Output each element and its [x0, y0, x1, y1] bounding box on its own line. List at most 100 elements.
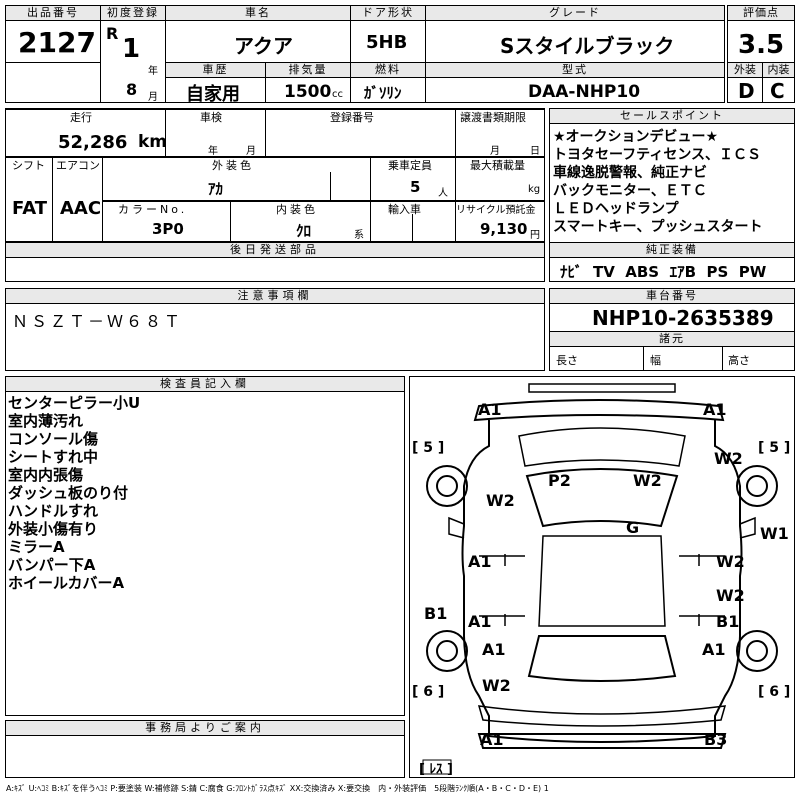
length-label: 長さ [556, 354, 578, 367]
model: DAA-NHP10 [528, 82, 641, 102]
damage-mark: W2 [486, 491, 515, 510]
legend-text: A:ｷｽﾞ U:ﾍｺﾐ B:ｷｽﾞを伴うﾍｺﾐ P:要塗装 W:補修跡 S:錆 … [6, 784, 549, 793]
lot-label: 出品番号 [6, 6, 100, 21]
notes-text: ＮＳＺＴ－Ｗ６８Ｔ [12, 312, 184, 331]
door-label: ドア形状 [351, 6, 425, 21]
damage-mark: A1 [468, 552, 492, 571]
inspector-line: 外装小傷有り [8, 520, 99, 538]
history: 自家用 [186, 84, 240, 105]
damage-mark: W2 [633, 471, 662, 490]
grade-label: グレード [426, 6, 724, 21]
chassis-number: NHP10-2635389 [592, 306, 774, 330]
wheel-rear-right-tread: [ 6 ] [758, 684, 791, 700]
history-label: 車歴 [166, 63, 265, 78]
inspector-line: コンソール傷 [8, 430, 99, 448]
damage-diagram-block [409, 376, 795, 778]
car-damage-diagram [422, 383, 778, 775]
height-label: 高さ [728, 354, 750, 367]
ac: AAC [60, 198, 102, 219]
damage-mark: B3 [704, 730, 728, 749]
equipment-item: TV [592, 263, 615, 281]
import-label: 輸入車 [388, 203, 421, 216]
sales-point: トヨタセーフティセンス、ＩＣＳ [553, 147, 762, 163]
notes-block [5, 288, 545, 371]
top-info-block [5, 5, 725, 103]
equipment-item: PW [738, 263, 767, 281]
fuel: ｶﾞｿﾘﾝ [364, 84, 402, 102]
damage-mark: A1 [703, 400, 727, 419]
equipment-list: ﾅﾋﾞ TV ABS ｴｱB PS PW [560, 261, 766, 282]
mileage: 52,286 [58, 132, 128, 153]
damage-mark: W2 [716, 552, 745, 571]
equipment-item: ABS [625, 263, 660, 281]
cc-unit: cc [332, 89, 343, 100]
wheel-front-right-tread: [ 5 ] [758, 440, 791, 456]
damage-mark: B1 [424, 604, 448, 623]
insp-month-unit: 月 [246, 146, 256, 157]
inspector-line: 室内薄汚れ [8, 412, 84, 430]
damage-mark: W2 [716, 586, 745, 605]
vehicle-detail-block [5, 108, 545, 242]
inspector-line: バンパー下A [8, 556, 96, 574]
sales-points-label: セールスポイント [550, 109, 794, 124]
inspector-line: ハンドルすれ [8, 502, 99, 520]
sales-point: スマートキー、プッシュスタート [553, 219, 763, 235]
ac-label: エアコン [56, 159, 100, 172]
exterior-grade: D [738, 79, 755, 103]
insp-year-unit: 年 [208, 146, 218, 157]
fuel-label: 燃料 [351, 63, 425, 78]
score: 3.5 [738, 30, 785, 60]
damage-mark: A1 [480, 730, 504, 749]
reg-year: 1 [122, 34, 141, 64]
damage-mark: W2 [482, 676, 511, 695]
reg-month: 8 [126, 80, 138, 99]
inspector-line: センターピラー小U [8, 394, 141, 412]
yen-unit: 円 [530, 230, 540, 241]
inspector-block [5, 376, 405, 716]
equipment-item: ｴｱB [669, 263, 697, 281]
color-no-label: カラーNo. [118, 203, 188, 216]
ext-color-label: 外装色 [212, 159, 254, 172]
era: R [106, 24, 119, 43]
inspector-line: ミラーA [8, 538, 65, 556]
notes-label: 注意事項欄 [6, 289, 544, 304]
later-parts-block [5, 242, 545, 282]
office-block [5, 720, 405, 778]
int-color: ｸﾛ [296, 222, 312, 240]
shift: FAT [12, 198, 48, 219]
int-color-unit: 系 [354, 230, 364, 241]
spec-label: 諸元 [550, 332, 794, 347]
damage-mark: B1 [716, 612, 740, 631]
sales-point: ★オークションデビュー★ [553, 129, 719, 145]
model-label: 型式 [426, 63, 724, 78]
km-unit: km [138, 132, 168, 152]
damage-mark: G [626, 518, 640, 537]
width-label: 幅 [650, 354, 661, 367]
transfer-label: 譲渡書類期限 [460, 111, 526, 124]
later-parts-label: 後日発送部品 [6, 243, 544, 258]
year-unit: 年 [148, 66, 158, 77]
int-color-label: 内装色 [276, 203, 318, 216]
grade: Sスタイルブラック [500, 34, 675, 58]
displacement-label: 排気量 [266, 63, 350, 78]
interior-label: 内装 [763, 63, 794, 78]
spare-tire-status: [ ﾚｽ ] [419, 762, 453, 777]
inspector-line: ホイールカバーA [8, 574, 125, 592]
load-unit: kg [528, 184, 541, 195]
recycle-fee: 9,130 [480, 220, 528, 238]
car-name: アクア [234, 34, 293, 58]
score-block [727, 5, 795, 103]
capacity-unit: 人 [438, 188, 448, 199]
exterior-label: 外装 [728, 63, 762, 78]
sales-point: バックモニター、ＥＴＣ [553, 183, 707, 199]
damage-mark: A1 [478, 400, 502, 419]
equipment-item: ﾅﾋﾞ [560, 263, 583, 281]
door-type: 5HB [366, 32, 408, 53]
damage-mark: A1 [482, 640, 506, 659]
wheel-rear-left-tread: [ 6 ] [412, 684, 445, 700]
damage-mark: P2 [548, 471, 571, 490]
capacity-label: 乗車定員 [388, 159, 432, 172]
capacity: 5 [410, 178, 421, 196]
inspection-label: 車検 [200, 111, 222, 124]
recycle-label: リサイクル預託金 [456, 205, 536, 216]
